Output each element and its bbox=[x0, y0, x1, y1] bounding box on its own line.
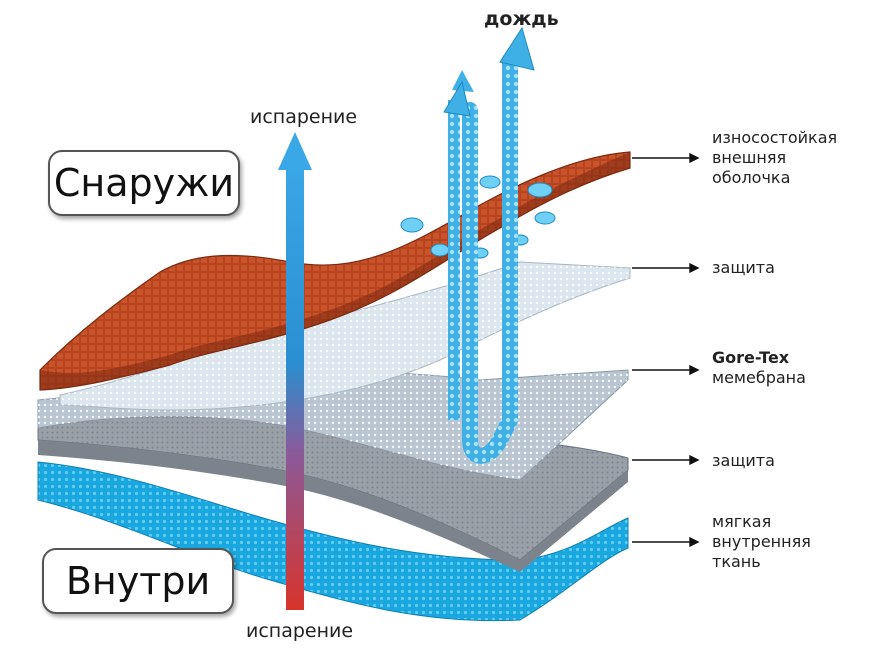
outside-label: Снаружи bbox=[48, 150, 240, 216]
water-drop-icon bbox=[430, 243, 450, 257]
inner-fabric-layer bbox=[37, 461, 629, 622]
layer-label-protection-top: защита bbox=[712, 258, 775, 278]
outer-shell-layer bbox=[39, 151, 631, 391]
layer-label-line: мягкая bbox=[712, 512, 772, 531]
layer-label-line: оболочка bbox=[712, 168, 791, 187]
layer-label-line: защита bbox=[712, 451, 775, 470]
evaporation-arrow bbox=[278, 132, 312, 610]
outside-label-text: Снаружи bbox=[53, 161, 235, 205]
layer-label-line: износостойкая bbox=[712, 128, 838, 147]
evaporation-label-top: испарение bbox=[250, 106, 358, 128]
evaporation-arrow-head bbox=[278, 132, 312, 170]
layer-label-gore-tex: Gore-Tex мемебрана bbox=[712, 348, 806, 388]
layer-label-line: внутренняя bbox=[712, 532, 811, 551]
layer-label-line: мемебрана bbox=[712, 368, 806, 387]
inside-label-text: Внутри bbox=[65, 559, 211, 603]
layer-label-line: внешняя bbox=[712, 148, 787, 167]
layer-label-inner-fabric: мягкая внутренняя ткань bbox=[712, 512, 811, 572]
rain-label: дождь bbox=[484, 8, 559, 30]
layer-label-protection-bottom: защита bbox=[712, 451, 775, 471]
water-drop-icon bbox=[527, 182, 553, 198]
label-pointers bbox=[632, 152, 700, 548]
evaporation-label-bottom: испарение bbox=[246, 620, 354, 642]
rain-arrow-head bbox=[499, 26, 535, 71]
layer-label-line: ткань bbox=[712, 552, 761, 571]
layer-label-line: Gore-Tex bbox=[712, 348, 790, 367]
water-drop-icon bbox=[400, 217, 424, 233]
water-drop-icon bbox=[534, 211, 556, 225]
layer-label-line: защита bbox=[712, 258, 775, 277]
layer-label-outer-shell: износостойкая внешняя оболочка bbox=[712, 128, 837, 188]
inside-label: Внутри bbox=[42, 548, 234, 614]
rain-arrow bbox=[443, 26, 535, 464]
water-drop-icon bbox=[479, 175, 501, 189]
